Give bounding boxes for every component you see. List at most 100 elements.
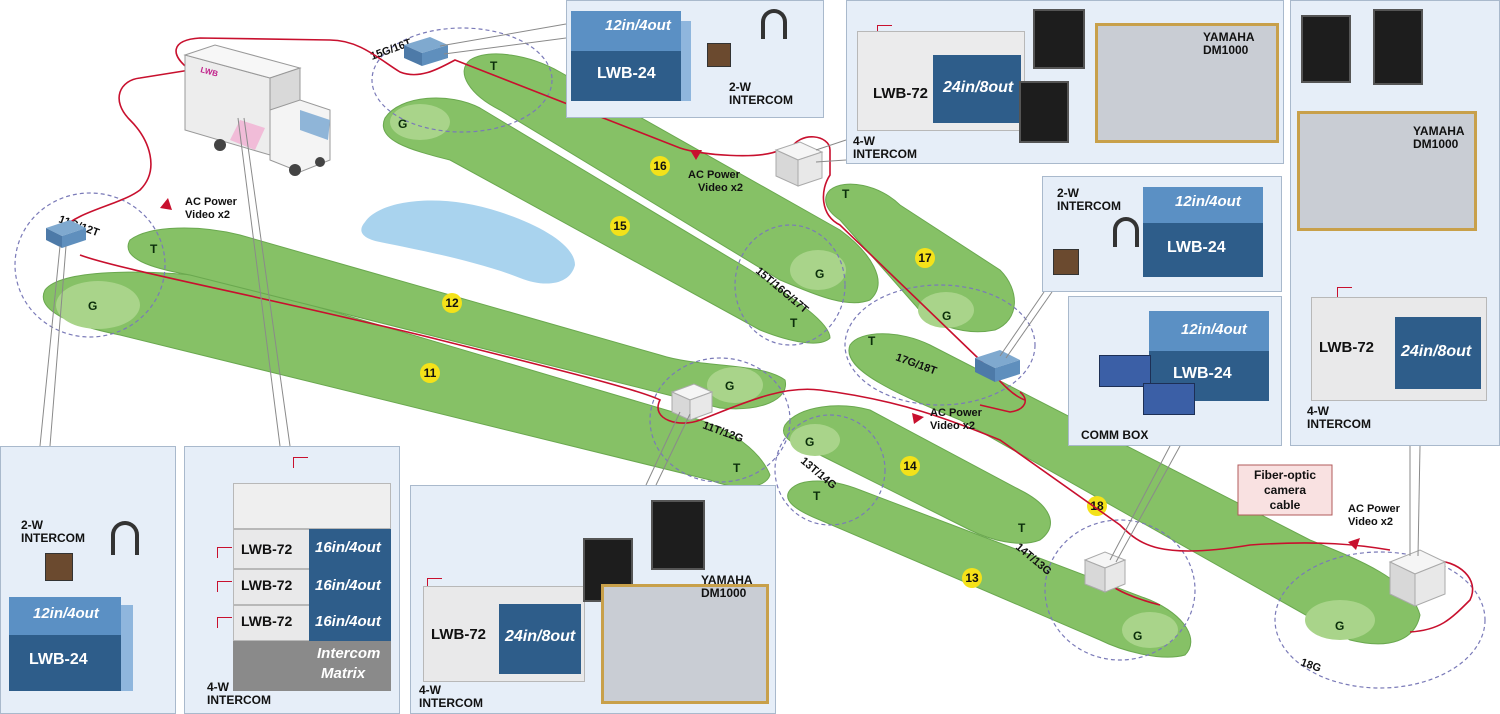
rack-unit-3-face bbox=[309, 605, 391, 641]
device-side bbox=[681, 21, 691, 101]
device-side bbox=[121, 605, 133, 691]
device-front bbox=[571, 51, 681, 101]
matrix-label-line1: Intercom bbox=[317, 645, 381, 662]
tee-marker: T bbox=[842, 187, 850, 201]
belt-pack-icon bbox=[707, 43, 731, 67]
red-connector bbox=[1337, 287, 1352, 298]
panel-e-intercom-line1: 4-W bbox=[1307, 404, 1329, 418]
hole-number-badges: 16 15 12 11 17 14 18 13 bbox=[420, 156, 1107, 588]
panel-h-console-line1: YAMAHA bbox=[701, 573, 753, 587]
headset-icon bbox=[1113, 217, 1139, 247]
monitor-icon bbox=[1019, 81, 1069, 143]
tee-marker: T bbox=[490, 59, 498, 73]
panel-e-model: LWB-72 bbox=[1319, 339, 1375, 356]
fairway-hole-18 bbox=[848, 333, 1421, 645]
red-connector bbox=[877, 25, 892, 36]
callout-leaders bbox=[39, 23, 1421, 563]
monitor-icon bbox=[651, 500, 705, 570]
green-marker: G bbox=[1133, 629, 1142, 643]
field-box-grey bbox=[1083, 551, 1127, 593]
annotation-ac-power: AC Power bbox=[688, 169, 741, 181]
fairway-hole-12 bbox=[127, 227, 786, 410]
annotation-video: Video x2 bbox=[930, 420, 975, 432]
green-marker: G bbox=[725, 379, 734, 393]
tee-marker: T bbox=[1018, 521, 1026, 535]
panel-c-intercom-line1: 2-W bbox=[1057, 186, 1079, 200]
callout-panel-truck-rack: LWB-72 16in/4out LWB-72 16in/4out LWB-72… bbox=[184, 446, 400, 714]
rack-unit-3-model: LWB-72 bbox=[241, 613, 293, 629]
callout-panel-control-room-top: LWB-72 24in/8out 4-W INTERCOM YAMAHA DM1… bbox=[846, 0, 1284, 164]
monitor-icon bbox=[1301, 15, 1351, 83]
panel-h-io: 24in/8out bbox=[505, 628, 576, 645]
panel-d-io: 12in/4out bbox=[1181, 321, 1247, 338]
station-label-18g: 18G bbox=[1299, 657, 1323, 675]
hole-18-badge: 18 bbox=[1090, 499, 1104, 513]
annotation-ac-power: AC Power bbox=[930, 407, 983, 419]
hole-12-badge: 12 bbox=[445, 296, 459, 310]
green-marker: G bbox=[1335, 619, 1344, 633]
red-connector bbox=[217, 547, 232, 558]
mixing-console-icon bbox=[1297, 111, 1477, 231]
panel-b-console-line1: YAMAHA bbox=[1203, 30, 1255, 44]
fairway-hole-15 bbox=[382, 97, 831, 344]
panel-b-io: 24in/8out bbox=[943, 79, 1014, 96]
monitor-icon bbox=[1033, 9, 1085, 69]
annotation-video: Video x2 bbox=[185, 209, 230, 221]
fairway-hole-13 bbox=[787, 480, 1192, 658]
device-model-label: LWB-24 bbox=[597, 65, 656, 82]
callout-panel-11g12t: 2-W INTERCOM 12in/4out LWB-24 bbox=[0, 446, 176, 714]
green-marker: G bbox=[815, 267, 824, 281]
comm-box-icon bbox=[1099, 355, 1151, 387]
annotation-video: Video x2 bbox=[698, 182, 743, 194]
hole-17-badge: 17 bbox=[918, 251, 932, 265]
station-areas bbox=[14, 27, 1486, 689]
panel-d-comm-box-label: COMM BOX bbox=[1081, 428, 1149, 442]
device-front bbox=[9, 635, 121, 691]
red-connector bbox=[217, 581, 232, 592]
hole-15-badge: 15 bbox=[613, 219, 627, 233]
rack-unit-3-io: 16in/4out bbox=[315, 613, 381, 630]
field-box-blue bbox=[404, 37, 448, 66]
belt-pack-icon bbox=[45, 553, 73, 581]
lwb72-blue-face bbox=[1395, 317, 1481, 389]
panel-a-intercom-line1: 2-W bbox=[729, 80, 751, 94]
belt-pack-icon bbox=[1053, 249, 1079, 275]
rack-unit-1-model: LWB-72 bbox=[241, 541, 293, 557]
red-connector bbox=[293, 457, 308, 468]
panel-f-intercom-line1: 2-W bbox=[21, 518, 43, 532]
panel-h-model: LWB-72 bbox=[431, 626, 487, 643]
rack-unit-1-face bbox=[309, 529, 391, 569]
matrix-label-line2: Matrix bbox=[321, 665, 366, 682]
fairways bbox=[42, 53, 1421, 658]
panel-c-model: LWB-24 bbox=[1167, 239, 1226, 256]
field-box-grey bbox=[670, 383, 714, 421]
tee-marker: T bbox=[790, 316, 798, 330]
headset-icon bbox=[111, 521, 139, 555]
annotation-ac-power: AC Power bbox=[185, 196, 238, 208]
panel-h-intercom-line1: 4-W bbox=[419, 683, 441, 697]
hole-13-badge: 13 bbox=[965, 571, 979, 585]
fiber-label-line2: camera bbox=[1264, 483, 1306, 497]
callout-panel-11t12g: LWB-72 24in/8out 4-W INTERCOM YAMAHA DM1… bbox=[410, 485, 776, 714]
lwb72-blue-face bbox=[933, 55, 1021, 123]
green-marker: G bbox=[805, 435, 814, 449]
device-top bbox=[1149, 311, 1269, 351]
lwb72-blue-face bbox=[499, 604, 581, 674]
field-box-grey bbox=[774, 141, 824, 187]
panel-a-intercom-line2: INTERCOM bbox=[729, 93, 793, 107]
panel-c-io: 12in/4out bbox=[1175, 193, 1241, 210]
annotation-video: Video x2 bbox=[1348, 516, 1393, 528]
device-top bbox=[571, 11, 681, 51]
green-marker: G bbox=[398, 117, 407, 131]
mixing-console-icon bbox=[1095, 23, 1279, 143]
rack-unit-2-model: LWB-72 bbox=[241, 577, 293, 593]
red-connector bbox=[427, 578, 442, 589]
fiber-label-line1: Fiber-optic bbox=[1254, 468, 1316, 482]
fiber-label-line3: cable bbox=[1270, 498, 1301, 512]
rack-unit-1-io: 16in/4out bbox=[315, 539, 381, 556]
green-marker: G bbox=[88, 299, 97, 313]
fiber-optic-callout: Fiber-optic camera cable bbox=[1237, 464, 1333, 516]
hole-14-badge: 14 bbox=[903, 459, 917, 473]
